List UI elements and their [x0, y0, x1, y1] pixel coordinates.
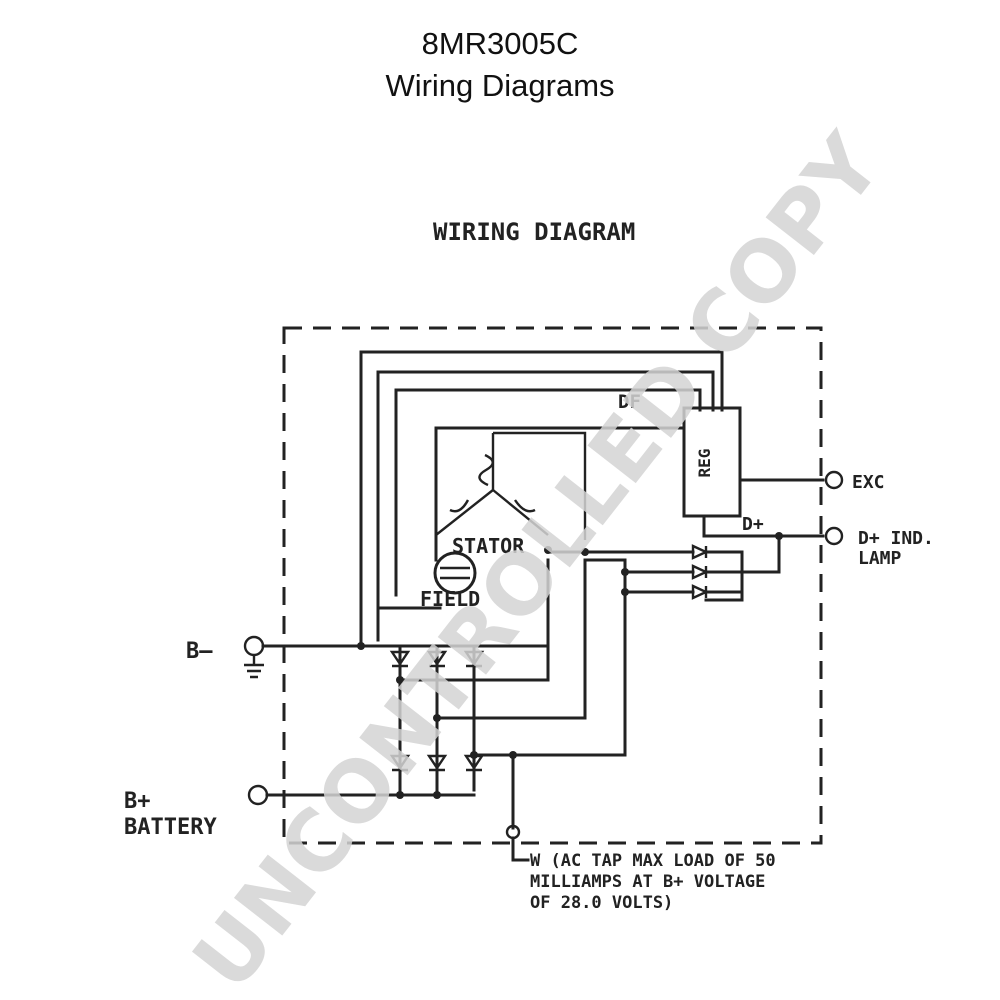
w-note-line2: MILLIAMPS AT B+ VOLTAGE	[530, 872, 765, 892]
field-wiring	[359, 350, 724, 648]
page-title: Wiring Diagrams	[385, 68, 615, 103]
diagram-heading: WIRING DIAGRAM	[433, 218, 635, 246]
regulator-label: REG	[695, 449, 714, 478]
d-plus-lamp-label-line2: LAMP	[858, 548, 902, 569]
regulator: REG	[682, 406, 742, 518]
field-rotor: FIELD	[420, 551, 480, 611]
rectifier-bridge	[389, 644, 627, 792]
d-plus-output: D+ D+ IND. LAMP	[702, 514, 934, 574]
field-label: FIELD	[420, 587, 480, 611]
w-note-line1: W (AC TAP MAX LOAD OF 50	[530, 851, 776, 871]
d-plus-lamp-label-line1: D+ IND.	[858, 528, 934, 549]
stator: STATOR	[435, 431, 587, 558]
alternator-housing	[282, 326, 823, 845]
part-number-title: 8MR3005C	[421, 26, 579, 61]
exc-label: EXC	[852, 472, 885, 493]
exciter-diodes	[546, 544, 744, 757]
b-minus-label: B–	[186, 639, 213, 664]
d-plus-label: D+	[742, 514, 764, 535]
w-note-line3: OF 28.0 VOLTS)	[530, 893, 673, 913]
b-plus-label-line2: BATTERY	[124, 815, 217, 840]
w-ac-tap: W (AC TAP MAX LOAD OF 50 MILLIAMPS AT B+…	[505, 753, 776, 913]
exc-output: EXC	[738, 470, 885, 493]
b-minus-terminal: B–	[186, 635, 550, 679]
df-label: DF	[618, 391, 641, 413]
b-plus-terminal: B+ BATTERY	[124, 784, 476, 840]
b-plus-label-line1: B+	[124, 789, 151, 814]
